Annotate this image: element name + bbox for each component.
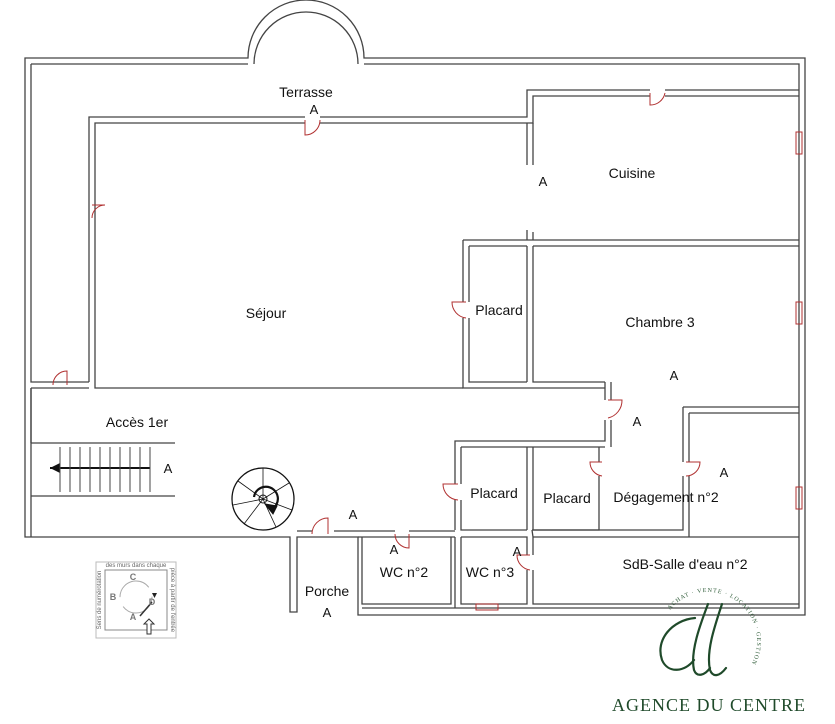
entrance-arrow-icon	[142, 618, 156, 635]
room-label-sdb: SdB-Salle d'eau n°2	[622, 556, 747, 572]
legend-letter-b: B	[110, 592, 117, 602]
legend-caption-top: des murs dans chaque	[106, 563, 167, 569]
arrow-icon	[152, 593, 157, 598]
legend-letter-a: A	[130, 612, 137, 622]
doors	[52, 92, 803, 611]
marker-a: A	[390, 542, 399, 557]
agency-logo: ACHAT · VENTE · LOCATION · GESTION AGENC…	[612, 588, 806, 715]
room-labels: Terrasse Cuisine Séjour Placard Chambre …	[106, 84, 748, 599]
numbering-legend: des murs dans chaque Sens de numérotatio…	[95, 561, 177, 639]
legend-letter-c: C	[130, 572, 137, 582]
spiral-staircase-icon	[231, 467, 295, 531]
walls	[24, 0, 806, 616]
room-label-terrasse: Terrasse	[279, 84, 333, 100]
marker-a: A	[670, 368, 679, 383]
marker-a: A	[164, 461, 173, 476]
marker-a: A	[720, 465, 729, 480]
room-label-placard-2: Placard	[470, 485, 517, 501]
marker-a: A	[323, 605, 332, 620]
wall-markers: A A A A A A A A A A	[164, 102, 729, 620]
marker-a: A	[310, 102, 319, 117]
legend-caption-right: pièce à partir de l'entrée	[169, 568, 175, 633]
room-label-chambre-3: Chambre 3	[625, 314, 694, 330]
agency-name: AGENCE DU CENTRE	[612, 695, 806, 715]
marker-a: A	[513, 544, 522, 559]
room-label-cuisine: Cuisine	[609, 165, 656, 181]
room-label-placard-3: Placard	[543, 490, 590, 506]
marker-a: A	[633, 414, 642, 429]
legend-letter-d: D	[149, 597, 156, 607]
room-label-degagement-2: Dégagement n°2	[613, 489, 718, 505]
room-label-acces-1er: Accès 1er	[106, 414, 169, 430]
room-label-wc-3: WC n°3	[466, 564, 515, 580]
marker-a: A	[539, 174, 548, 189]
staircase-icon	[50, 447, 151, 492]
legend-caption-left: Sens de numérotation	[97, 571, 103, 630]
room-label-porche: Porche	[305, 583, 350, 599]
monogram-icon	[659, 602, 728, 677]
room-label-placard-1: Placard	[475, 302, 522, 318]
room-label-wc-2: WC n°2	[380, 564, 429, 580]
room-label-sejour: Séjour	[246, 305, 287, 321]
marker-a: A	[349, 507, 358, 522]
